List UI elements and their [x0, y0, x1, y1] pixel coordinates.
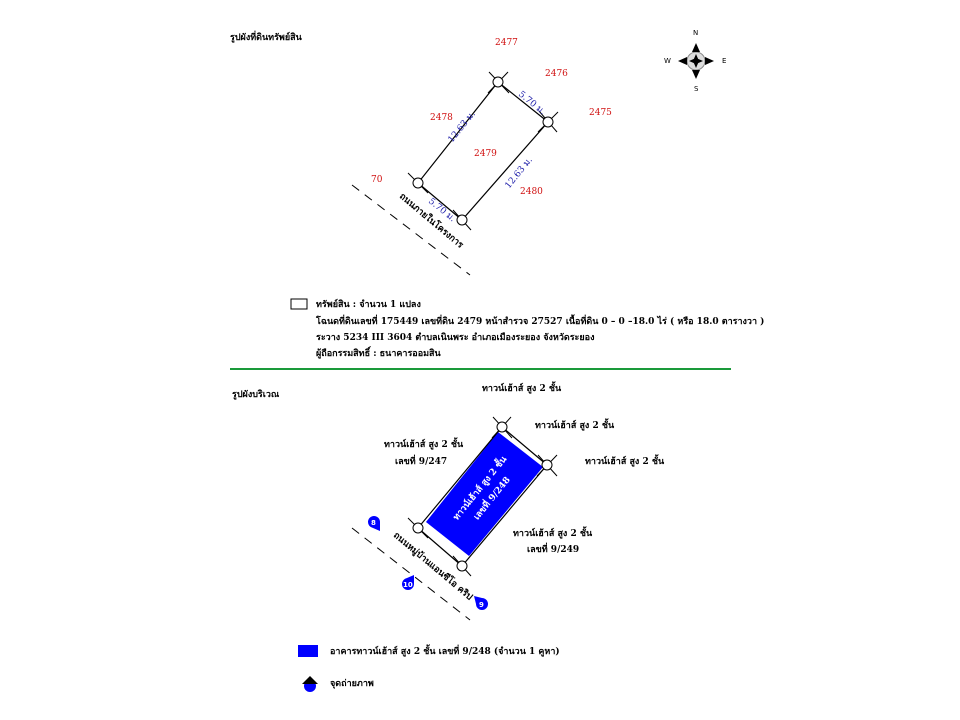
neighbor-label: ทาวน์เฮ้าส์ สูง 2 ชั้น: [482, 381, 562, 394]
property-legend-swatch: [290, 298, 308, 310]
plan-title: รูปผังที่ดินทรัพย์สิน: [230, 30, 303, 43]
legend-line: ทรัพย์สิน : จำนวน 1 แปลง: [316, 298, 421, 310]
svg-text:8: 8: [371, 519, 376, 527]
plot-number: 2478: [430, 113, 453, 123]
compass-s: S: [694, 85, 699, 93]
dimension-top: 5.70 ม.: [516, 90, 547, 118]
legend-line: โฉนดที่ดินเลขที่ 175449 เลขที่ดิน 2479 ห…: [315, 314, 764, 327]
photo-point-icon[interactable]: 8: [367, 516, 380, 531]
plot-number: 2479: [474, 149, 497, 159]
legend-line: ผู้ถือกรรมสิทธิ์ : ธนาคารออมสิน: [316, 346, 442, 359]
compass-e: E: [722, 57, 726, 65]
neighbor-number: เลขที่ 9/247: [395, 454, 447, 467]
neighbor-number: เลขที่ 9/249: [527, 542, 579, 555]
building-legend-text: อาคารทาวน์เฮ้าส์ สูง 2 ชั้น เลขที่ 9/248…: [330, 644, 560, 657]
dimension-right: 12.63 ม.: [504, 155, 535, 190]
compass-icon: N S E W: [664, 29, 726, 93]
neighbor-label: ทาวน์เฮ้าส์ สูง 2 ชั้น: [384, 437, 464, 450]
neighbor-label: ทาวน์เฮ้าส์ สูง 2 ชั้น: [535, 418, 615, 431]
photo-point-icon[interactable]: 9: [474, 596, 488, 610]
compass-w: W: [664, 57, 671, 65]
plot-number: 2480: [520, 187, 543, 197]
svg-text:10: 10: [403, 581, 413, 589]
plot-number: 2476: [545, 69, 568, 79]
land-plot: [351, 71, 559, 276]
compass-n: N: [693, 29, 698, 37]
site-title: รูปผังบริเวณ: [232, 389, 280, 400]
svg-text:9: 9: [479, 601, 484, 609]
site-plot: [351, 416, 558, 621]
neighbor-label: ทาวน์เฮ้าส์ สูง 2 ชั้น: [585, 454, 665, 467]
photo-point-legend-icon: [302, 676, 318, 692]
building-legend-swatch: [298, 645, 318, 657]
plot-number: 2477: [495, 38, 518, 48]
plot-number: 70: [371, 175, 383, 185]
photo-legend-text: จุดถ่ายภาพ: [330, 678, 374, 689]
photo-point-icon[interactable]: 10: [401, 575, 414, 590]
legend-line: ระวาง 5234 III 3604 ตำบลเนินพระ อำเภอเมื…: [316, 331, 594, 343]
neighbor-label: ทาวน์เฮ้าส์ สูง 2 ชั้น: [513, 526, 593, 539]
plot-number: 2475: [589, 108, 612, 118]
